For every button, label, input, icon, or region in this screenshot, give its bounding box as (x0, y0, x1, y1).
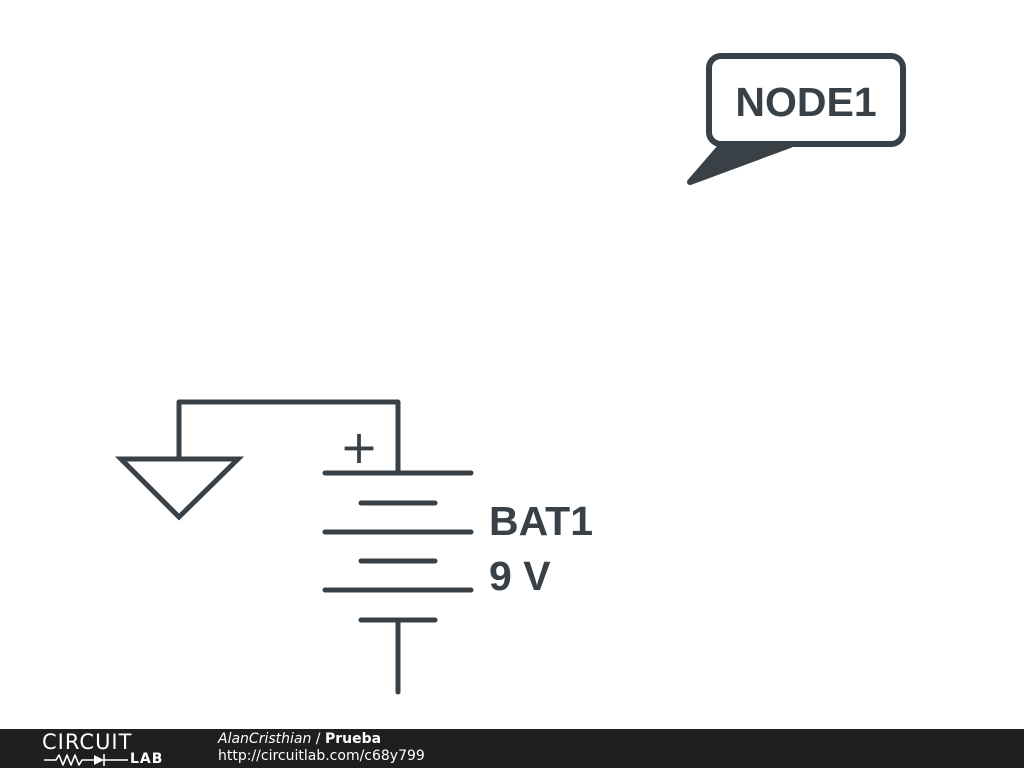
circuit-url[interactable]: http://circuitlab.com/c68y799 (218, 748, 425, 764)
battery-value-label: 9 V (489, 553, 551, 599)
footer-bar: CIRCUIT LAB AlanCristhian / Prueba http:… (0, 729, 1024, 768)
node-label-text: NODE1 (735, 79, 876, 125)
wire-ground-to-battery[interactable] (176, 399, 401, 476)
logo-circuit-icon (44, 754, 128, 766)
battery-plus-mark: + (340, 420, 379, 474)
wires[interactable] (176, 399, 401, 695)
circuit-byline: AlanCristhian / Prueba (218, 731, 425, 748)
byline-separator: / (311, 731, 325, 747)
logo-top-text: CIRCUIT (42, 730, 133, 754)
circuitlab-logo[interactable]: CIRCUIT LAB (42, 731, 176, 767)
circuit-title[interactable]: Prueba (324, 731, 382, 747)
author-link[interactable]: AlanCristhian (218, 731, 312, 747)
ground-symbol[interactable] (114, 456, 245, 521)
logo-bottom-text: LAB (130, 751, 164, 767)
node-label-box (706, 53, 906, 147)
node-label-pointer (687, 142, 793, 185)
node-label-callout[interactable]: NODE1 (687, 53, 906, 185)
battery-symbol[interactable] (322, 470, 474, 623)
circuit-meta: AlanCristhian / Prueba http://circuitlab… (218, 731, 425, 765)
battery-name-label: BAT1 (489, 498, 593, 544)
